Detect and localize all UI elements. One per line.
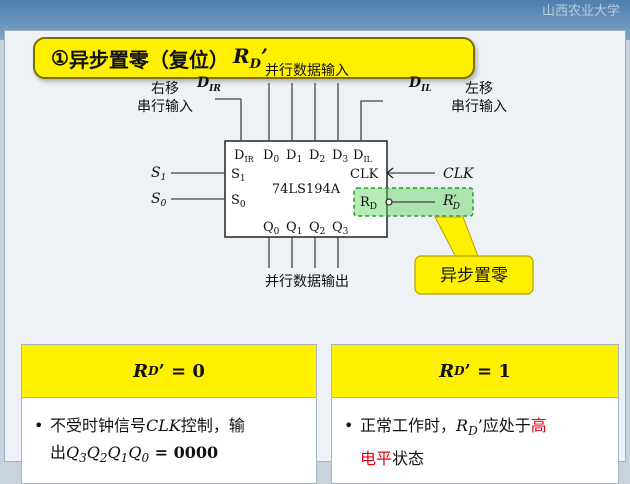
chip-top-pins: DIR D0 D1 D2 D3 DIL [234,148,373,165]
case-line-2: 出Q3Q2Q1Q0 = 0000 [50,443,219,466]
pin-q2: Q2 [309,220,325,237]
ext-s1: S1 [151,165,166,183]
pin-d2: D2 [309,148,325,165]
case-body-rd-1: •正常工作时，RD’应处于高 电平状态 [332,398,618,472]
shift-register-diagram: 异步置零 并行数据输入 并行数据输出 右移 串行输入 DIR 左移 串行输入 D… [137,63,534,295]
pin-s1: S1 [231,167,246,184]
callout-text: 异步置零 [440,266,508,286]
chip-body [224,140,388,238]
parallel-input-lines [215,83,383,141]
title-text: 异步置零（复位） [68,47,229,72]
pin-dil: DIL [353,148,373,164]
pin-d0: D0 [263,148,279,165]
parallel-output-label: 并行数据输出 [265,274,349,290]
pin-s0: S0 [231,193,246,210]
case-line-1: •不受时钟信号CLK控制，输 [34,416,245,435]
case-body-rd-0: •不受时钟信号CLK控制，输 出Q3Q2Q1Q0 = 0000 [22,398,316,472]
case-line-1: •正常工作时，RD’应处于高 [344,416,547,439]
chip-bottom-pins: Q0 Q1 Q2 Q3 [263,220,349,237]
parallel-input-label: 并行数据输入 [265,63,349,79]
watermark: 山西农业大学 [541,4,620,19]
ext-s0: S0 [151,191,167,209]
ext-rd: R′D [442,193,460,212]
left-shift-label-line2: 串行输入 [451,99,507,115]
dir-symbol: DIR [196,75,221,94]
left-shift-label-line1: 左移 [465,81,493,97]
pin-d3: D3 [332,148,348,165]
right-shift-label-line1: 右移 [151,81,179,97]
pin-dir: DIR [234,148,255,164]
pin-q0: Q0 [263,220,280,237]
title-circle-number: ① [51,46,69,70]
pin-clk: CLK [350,167,379,182]
slide-content: ① 异步置零（复位） RD’ [4,30,626,484]
ext-clk: CLK [443,166,475,182]
case-line-2: 电平状态 [360,449,425,469]
pin-q1: Q1 [286,220,302,237]
clk-triangle [385,167,394,179]
pin-rd: RD [360,195,377,212]
right-shift-label-line2: 串行输入 [137,99,193,115]
chip-name: 74LS194A [272,182,341,197]
dil-symbol: DIL [408,75,432,94]
parallel-output-lines [268,237,339,268]
title-symbol: RD’ [232,44,268,72]
slide-title: ① 异步置零（复位） RD’ [33,37,475,79]
rd-inversion-bubble [385,198,393,206]
pin-q3: Q3 [332,220,349,237]
callout-pointer [434,216,480,260]
pin-d1: D1 [286,148,302,165]
callout-box [414,255,534,295]
